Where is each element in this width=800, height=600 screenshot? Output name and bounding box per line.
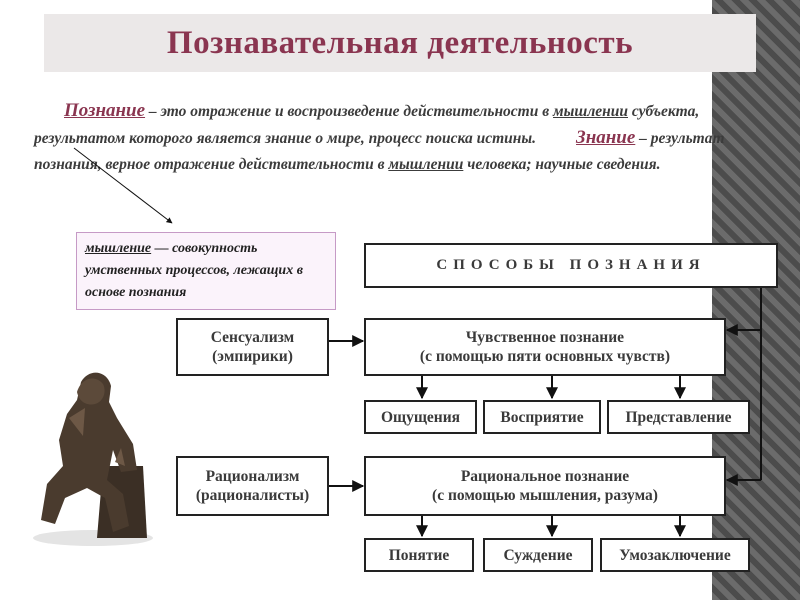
page-title: Познавательная деятельность bbox=[166, 24, 634, 61]
methods-title: СПОСОБЫ ПОЗНАНИЯ bbox=[436, 257, 706, 273]
form-representation: Представление bbox=[607, 400, 750, 434]
methods-of-cognition-box: СПОСОБЫ ПОЗНАНИЯ bbox=[364, 243, 778, 288]
term-cognition: Познание bbox=[64, 100, 146, 121]
thinking-link-2: мышлении bbox=[388, 156, 464, 173]
form-representation-label: Представление bbox=[625, 408, 732, 426]
thinking-link-1: мышлении bbox=[553, 103, 628, 120]
sensualism-box: Сенсуализм (эмпирики) bbox=[176, 318, 329, 376]
cognition-text-1: – это отражение и воспроизведение действ… bbox=[145, 103, 554, 120]
form-perception: Восприятие bbox=[483, 400, 601, 434]
title-banner: Познавательная деятельность bbox=[44, 14, 756, 72]
callout-pointer-arrow bbox=[73, 147, 173, 224]
form-sensations: Ощущения bbox=[364, 400, 477, 434]
rational-sub: (с помощью мышления, разума) bbox=[432, 487, 658, 504]
rational-cognition-box: Рациональное познание (с помощью мышлени… bbox=[364, 456, 726, 516]
rationalism-sub: (рационалисты) bbox=[195, 487, 310, 504]
rationalism-label: Рационализм bbox=[205, 468, 300, 485]
rational-label: Рациональное познание bbox=[460, 468, 630, 485]
sensualism-label: Сенсуализм bbox=[210, 329, 295, 346]
decorative-stripe bbox=[712, 0, 800, 600]
knowledge-text-1: – результат познания, верное отражение д… bbox=[34, 130, 725, 173]
sensory-label: Чувственное познание bbox=[465, 329, 625, 346]
sensory-cognition-box: Чувственное познание (с помощью пяти осн… bbox=[364, 318, 726, 376]
definitions-paragraph: Познание – это отражение и воспроизведен… bbox=[34, 98, 736, 178]
thinker-statue-image bbox=[25, 348, 162, 548]
cognition-text-2: субъекта, результатом которого является … bbox=[34, 103, 700, 147]
form-concept: Понятие bbox=[364, 538, 474, 572]
form-inference-label: Умозаключение bbox=[619, 546, 731, 564]
form-concept-label: Понятие bbox=[388, 546, 450, 564]
callout-text: — совокупность умственных процессов, леж… bbox=[85, 241, 303, 300]
form-judgment-label: Суждение bbox=[503, 546, 573, 564]
knowledge-text-2: человека; научные сведения. bbox=[463, 156, 661, 173]
sensualism-sub: (эмпирики) bbox=[212, 348, 293, 365]
form-judgment: Суждение bbox=[483, 538, 593, 572]
form-perception-label: Восприятие bbox=[500, 408, 584, 426]
thinking-callout: мышление — совокупность умственных проце… bbox=[76, 232, 336, 310]
statue-drawing bbox=[33, 372, 153, 546]
form-inference: Умозаключение bbox=[600, 538, 750, 572]
rationalism-box: Рационализм (рационалисты) bbox=[176, 456, 329, 516]
term-knowledge: Знание bbox=[576, 127, 636, 148]
sensory-sub: (с помощью пяти основных чувств) bbox=[419, 348, 671, 365]
callout-term: мышление bbox=[85, 241, 152, 256]
form-sensations-label: Ощущения bbox=[380, 408, 461, 426]
